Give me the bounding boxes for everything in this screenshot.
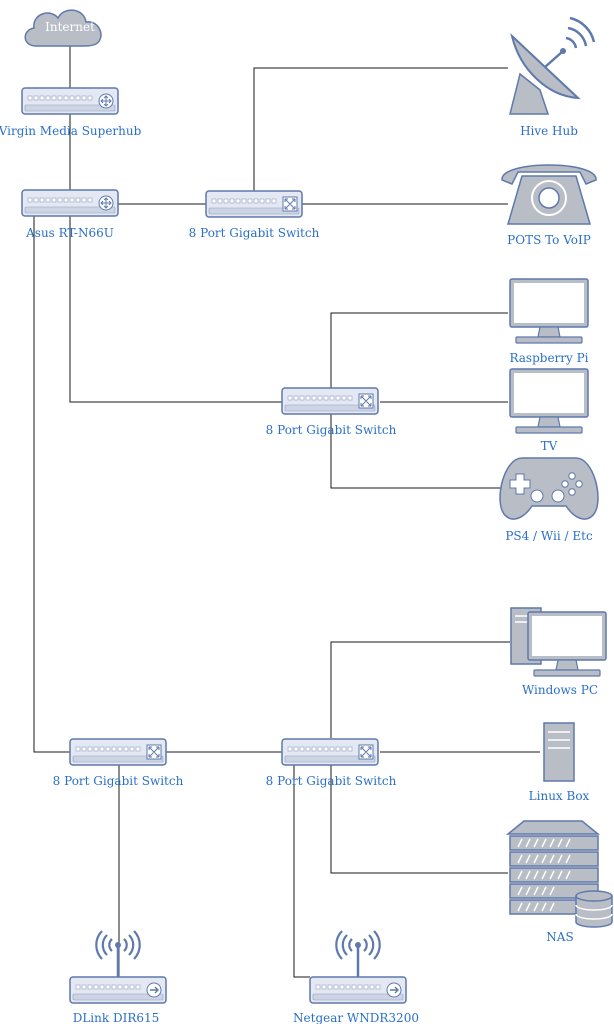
asus-node: Asus RT-N66U	[22, 190, 118, 240]
wifi-router-icon	[310, 931, 406, 1003]
switch-mid-node: 8 Port Gigabit Switch	[266, 388, 397, 437]
ps4-label: PS4 / Wii / Etc	[505, 529, 593, 543]
dlink-label: DLink DIR615	[73, 1011, 160, 1024]
netgear-node: Netgear WNDR3200	[293, 931, 419, 1024]
pots-label: POTS To VoIP	[507, 233, 591, 247]
linux-node: Linux Box	[529, 722, 590, 803]
switch-mid-label: 8 Port Gigabit Switch	[266, 423, 397, 437]
netgear-label: Netgear WNDR3200	[293, 1011, 419, 1024]
router-icon	[22, 88, 118, 114]
switch-icon	[206, 191, 302, 217]
switch-icon	[70, 739, 166, 765]
router-icon	[22, 190, 118, 216]
raspberry-node: Raspberry Pi	[509, 278, 589, 365]
server-tower-icon	[543, 722, 575, 782]
internet-node: Internet	[24, 9, 102, 47]
raspberry-label: Raspberry Pi	[509, 351, 588, 365]
monitor-icon	[509, 368, 589, 434]
pots-node: POTS To VoIP	[501, 164, 597, 247]
asus-label: Asus RT-N66U	[25, 226, 114, 240]
telephone-icon	[501, 164, 597, 225]
gamepad-icon	[499, 457, 599, 520]
satellite-dish-icon	[509, 16, 596, 115]
switch-top-label: 8 Port Gigabit Switch	[189, 226, 320, 240]
switch-top-node: 8 Port Gigabit Switch	[189, 191, 320, 240]
storage-rack-icon	[505, 820, 613, 928]
cloud-icon	[24, 9, 102, 47]
switch-low-left-label: 8 Port Gigabit Switch	[53, 774, 184, 788]
nas-label: NAS	[546, 930, 573, 944]
switch-low-right-label: 8 Port Gigabit Switch	[266, 774, 397, 788]
nas-node: NAS	[505, 820, 613, 944]
superhub-label: Virgin Media Superhub	[0, 124, 142, 138]
wifi-router-icon	[70, 931, 166, 1003]
hive-node: Hive Hub	[509, 16, 596, 138]
tv-node: TV	[509, 368, 589, 453]
tv-label: TV	[541, 439, 558, 453]
windows-node: Windows PC	[510, 607, 607, 697]
switch-low-left-node: 8 Port Gigabit Switch	[53, 739, 184, 788]
database-icon	[575, 890, 613, 928]
hive-label: Hive Hub	[520, 124, 578, 138]
internet-label: Internet	[45, 20, 95, 34]
dlink-node: DLink DIR615	[70, 931, 166, 1024]
superhub-node: Virgin Media Superhub	[0, 88, 142, 138]
desktop-pc-icon	[510, 607, 607, 677]
ps4-node: PS4 / Wii / Etc	[499, 457, 599, 543]
linux-label: Linux Box	[529, 789, 590, 803]
switch-icon	[282, 739, 378, 765]
connector-lines	[33, 44, 540, 978]
monitor-icon	[509, 278, 589, 344]
switch-low-right-node: 8 Port Gigabit Switch	[266, 739, 397, 788]
switch-icon	[282, 388, 378, 414]
windows-label: Windows PC	[522, 683, 598, 697]
